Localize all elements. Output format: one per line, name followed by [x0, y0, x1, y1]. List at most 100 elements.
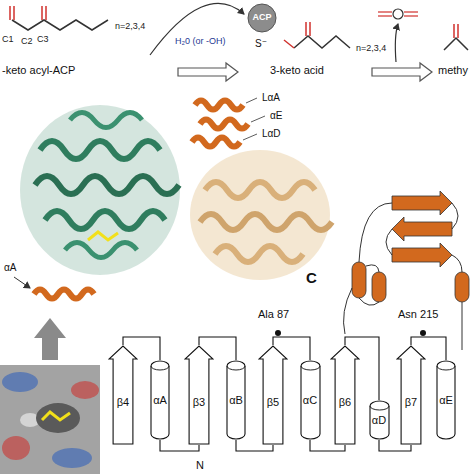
- beta-strand: β3: [184, 345, 214, 445]
- helix-cylinder: [370, 401, 389, 439]
- insertion-loop: [359, 203, 392, 262]
- reaction-arrow: [178, 63, 238, 81]
- pointer-arrow: [34, 318, 66, 360]
- surface-view: [0, 365, 100, 474]
- repeat-label: n=2,3,4: [356, 44, 386, 54]
- alpha-helix: αB: [226, 360, 246, 440]
- element-name: β6: [339, 396, 351, 408]
- compound-name: -keto acyl-ACP: [2, 64, 75, 76]
- thiolate-label: S⁻: [255, 38, 267, 49]
- repeat-label: n=2,3,4: [115, 22, 145, 32]
- helix-cap: [227, 366, 245, 370]
- green-ribbon: [35, 176, 179, 194]
- helix-label: αA: [4, 262, 16, 273]
- insertion-strand: [392, 191, 452, 215]
- alpha-helix: αD: [369, 400, 390, 440]
- helix-label: LαD: [262, 128, 281, 139]
- carbonyl-bond: [453, 24, 455, 38]
- helix-cap: [437, 366, 455, 370]
- surface-patch: [2, 372, 38, 392]
- element-name: β3: [193, 396, 205, 408]
- residue-dot: [420, 330, 426, 336]
- helix-label: αE: [270, 110, 282, 121]
- carbonyl-bond: [13, 6, 15, 20]
- beige-ribbon: [200, 214, 332, 230]
- strand-outline: [396, 345, 426, 445]
- acp-shape: [248, 4, 276, 32]
- insertion-helix: [352, 262, 366, 298]
- element-name: β7: [405, 396, 417, 408]
- strand-arrow: [331, 346, 359, 444]
- transfer-arrow: [150, 3, 244, 55]
- residue-label: Asn 215: [398, 308, 438, 320]
- element-name: β4: [117, 396, 129, 408]
- surface-pocket: [36, 403, 80, 433]
- co2-symbol: [378, 15, 392, 16]
- element-name: αA: [153, 394, 167, 406]
- element-name: αE: [439, 394, 453, 406]
- terminus-label: N: [196, 459, 204, 471]
- surface-patch: [52, 448, 92, 468]
- atom-label: C1: [2, 35, 14, 45]
- strand-outline: [108, 345, 138, 445]
- atom-label: C2: [21, 37, 33, 47]
- strand-outline: [330, 345, 360, 445]
- insertion-helix: [372, 272, 386, 302]
- strand-arrow: [397, 346, 425, 444]
- beta-strand: β7: [396, 345, 426, 445]
- strand-outline: [184, 345, 214, 445]
- alpha-helix: αC: [300, 360, 321, 440]
- helix-cap: [301, 366, 320, 370]
- insertion-loop: [359, 298, 379, 305]
- strand-arrow: [185, 346, 213, 444]
- alpha-helix: αE: [436, 360, 456, 440]
- acyl-chain: [12, 20, 108, 30]
- residue-dot: [275, 330, 281, 336]
- strand-outline: [258, 345, 288, 445]
- strand-arrow: [109, 346, 137, 444]
- insertion-strand: [392, 243, 452, 267]
- acid-chain: [294, 36, 350, 48]
- compound-name: methy: [438, 64, 468, 76]
- release-arrow: [395, 24, 398, 62]
- carrier-name: ACP: [252, 13, 271, 23]
- carbonyl-bond: [305, 22, 307, 36]
- element-name: αC: [303, 394, 317, 406]
- orange-helix: [195, 101, 243, 110]
- beta-strand: β5: [258, 345, 288, 445]
- methyl-ketone: [444, 38, 468, 50]
- carbonyl-bond: [9, 6, 11, 20]
- beta-strand: β4: [108, 345, 138, 445]
- acp-circle: ACP: [247, 3, 277, 33]
- leader-line: [251, 116, 265, 122]
- carbonyl-bond: [41, 6, 43, 20]
- insertion-loop: [452, 203, 458, 229]
- element-name: αB: [229, 394, 243, 406]
- element-name: αD: [372, 414, 386, 426]
- compound-name: 3-keto acid: [270, 64, 324, 76]
- surface-patch: [2, 436, 30, 460]
- atom-label: C3: [37, 35, 49, 45]
- helix-cylinder: [151, 361, 169, 439]
- beige-ribbon: [205, 182, 315, 198]
- strand-arrow: [259, 346, 287, 444]
- carbonyl-bond: [309, 22, 311, 36]
- green-ribbon: [45, 211, 165, 229]
- ligand-sticks: [88, 232, 118, 240]
- carbonyl-bond: [457, 24, 459, 38]
- orange-helix: [200, 120, 248, 129]
- residue-label: Ala 87: [258, 308, 289, 320]
- leader-arrow: [14, 277, 30, 288]
- co2-symbol: [378, 11, 392, 12]
- beige-ribbon: [215, 246, 303, 262]
- orange-helix: [192, 138, 240, 147]
- co2-symbol: [393, 9, 403, 19]
- green-ribbon: [65, 243, 137, 258]
- green-monomer: [20, 105, 180, 275]
- element-name: β5: [267, 396, 279, 408]
- insertion-helix: [455, 272, 469, 302]
- carbonyl-bond: [45, 6, 47, 20]
- insertion-loop: [386, 229, 392, 255]
- leader-line: [243, 134, 257, 140]
